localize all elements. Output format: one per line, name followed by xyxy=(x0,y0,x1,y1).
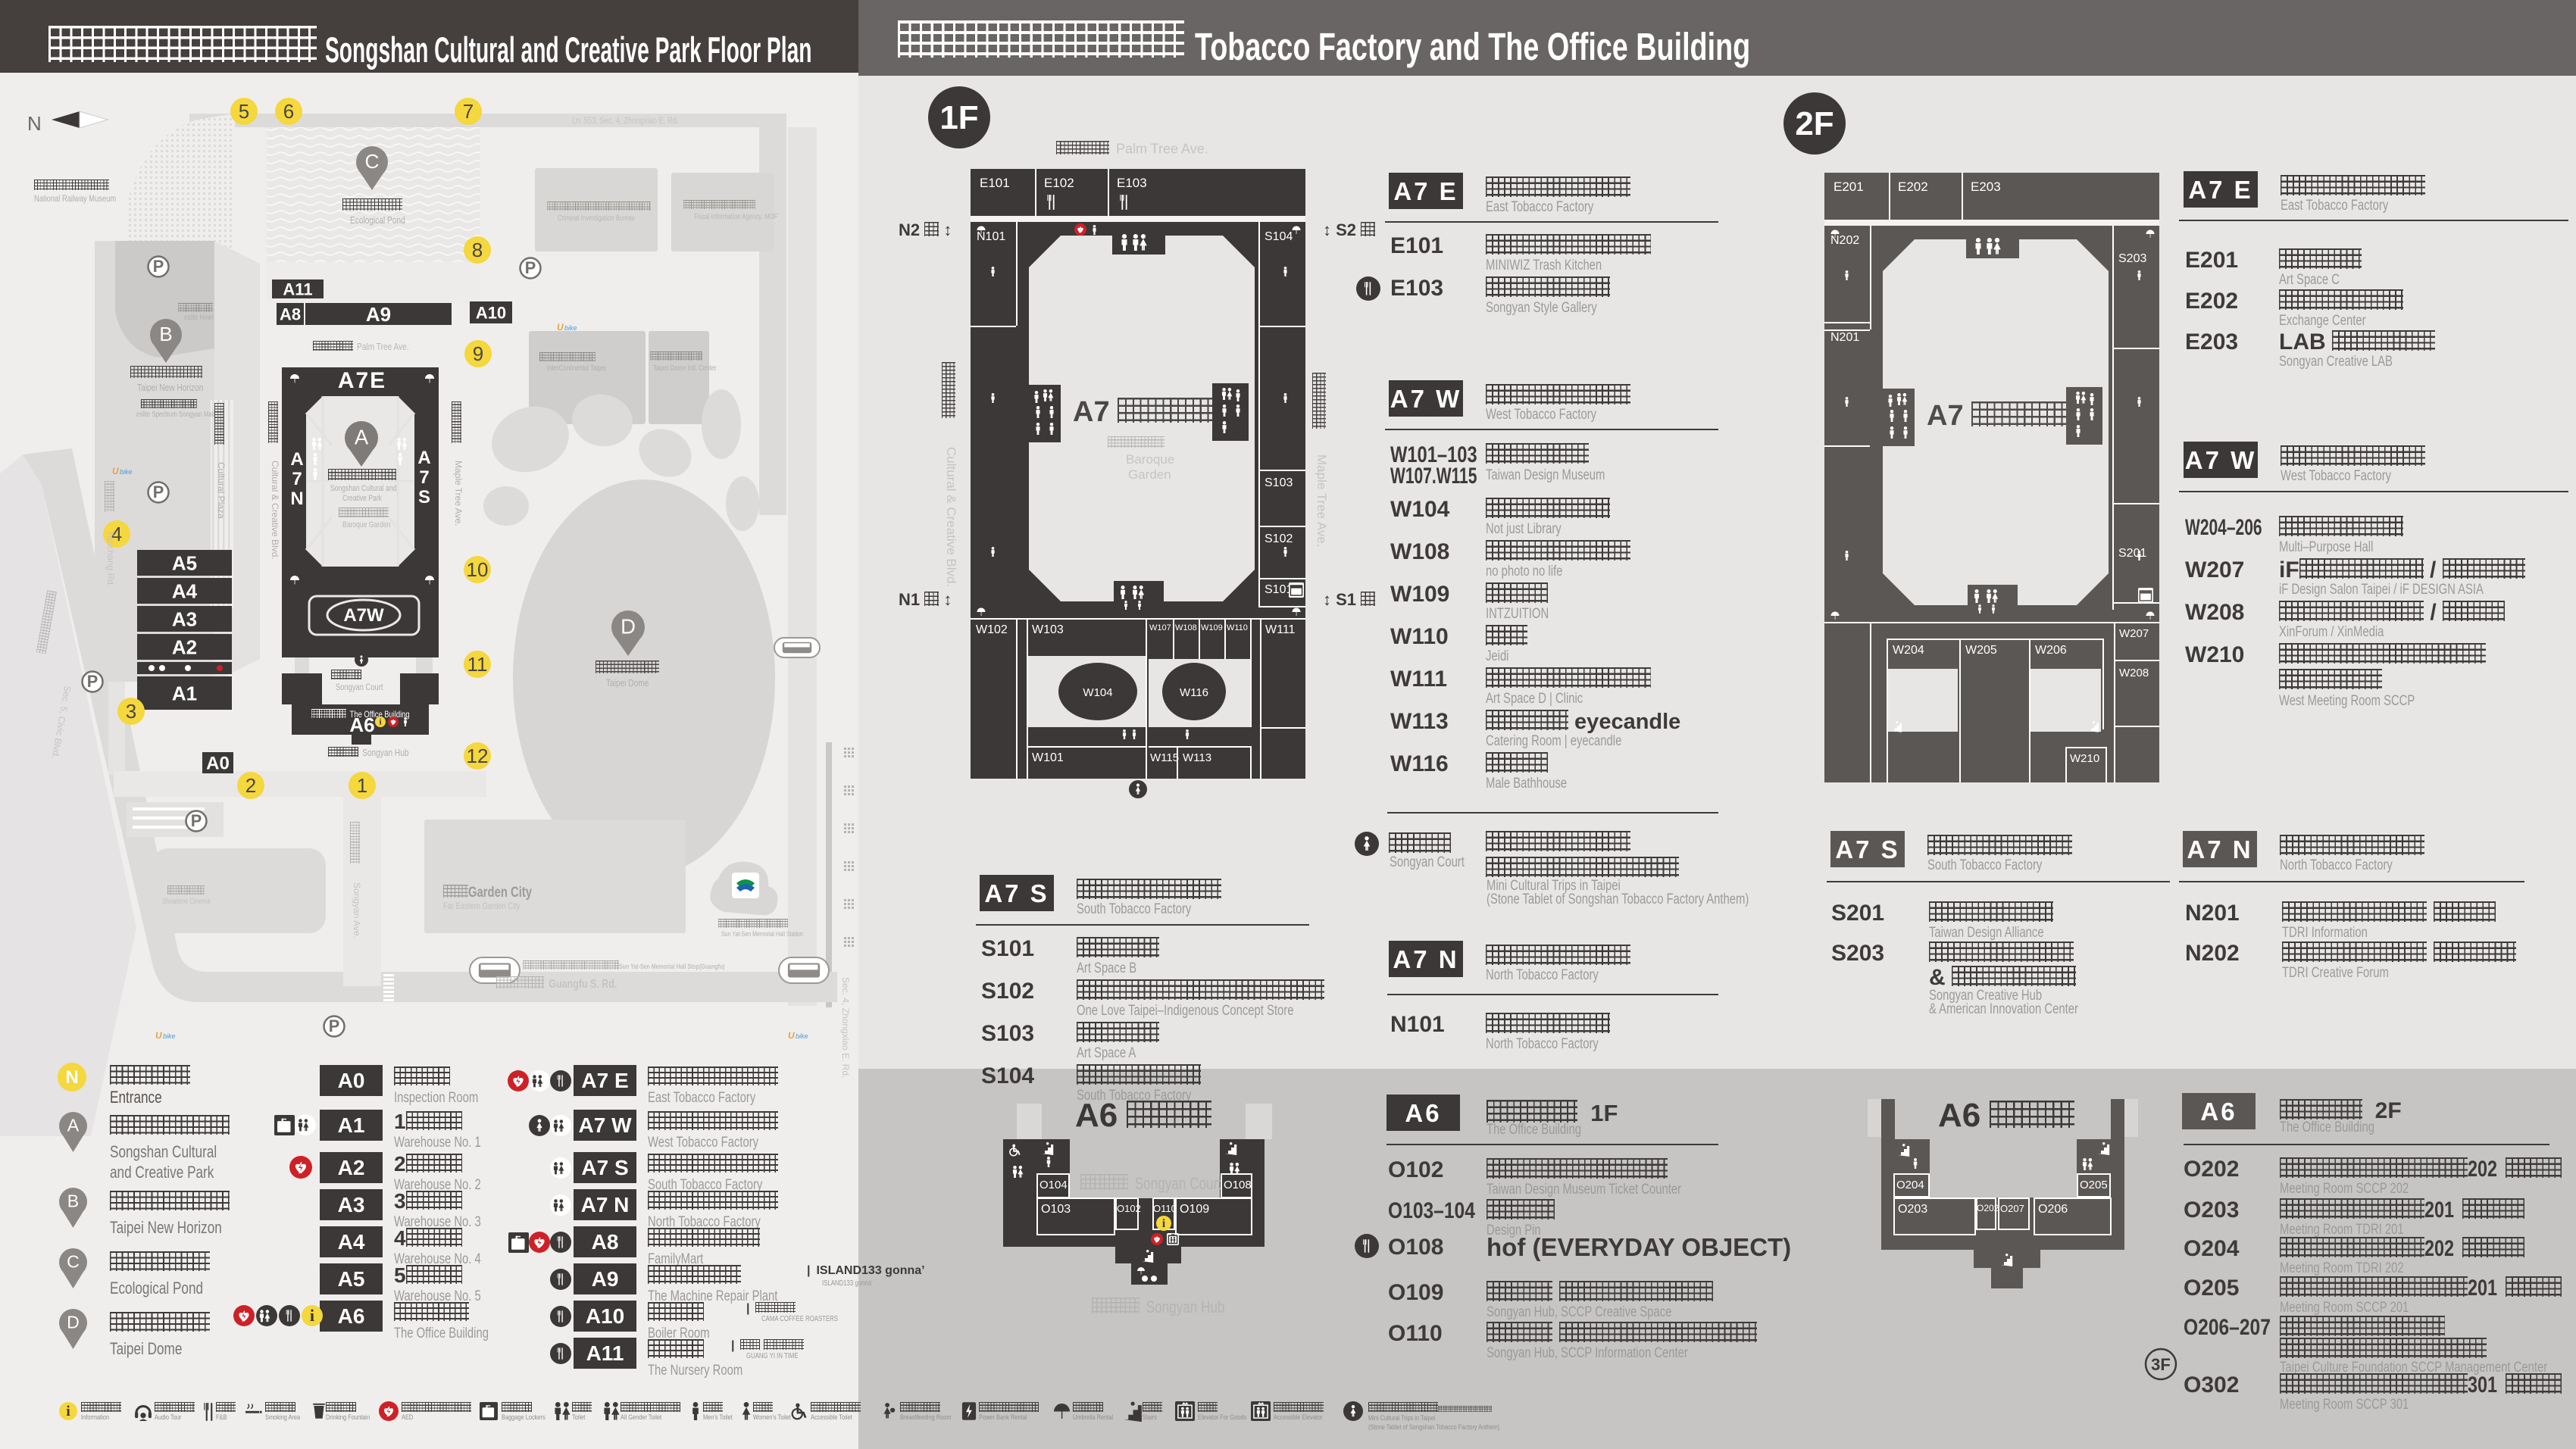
svg-text:i: i xyxy=(66,1404,70,1419)
svg-text:3F: 3F xyxy=(2151,1355,2171,1374)
svg-text:12: 12 xyxy=(467,745,489,767)
svg-text:i: i xyxy=(310,1306,314,1325)
svg-text:bike: bike xyxy=(564,324,577,332)
svg-text:A: A xyxy=(67,1116,80,1135)
svg-text:P: P xyxy=(87,672,98,691)
svg-text:A8: A8 xyxy=(280,304,301,323)
svg-text:P: P xyxy=(153,257,164,276)
svg-text:3: 3 xyxy=(126,700,136,723)
svg-text:A: A xyxy=(417,448,430,468)
svg-text:U: U xyxy=(788,1030,795,1041)
svg-text:2: 2 xyxy=(245,774,256,797)
svg-text:N: N xyxy=(27,112,42,135)
svg-text:A11: A11 xyxy=(283,279,312,298)
svg-text:W116: W116 xyxy=(1180,686,1208,699)
svg-text:bike: bike xyxy=(163,1032,176,1040)
svg-text:N: N xyxy=(290,489,303,509)
svg-text:8: 8 xyxy=(472,239,483,261)
svg-text:9: 9 xyxy=(473,342,483,365)
svg-text:U: U xyxy=(557,322,564,333)
svg-text:bike: bike xyxy=(120,468,133,476)
svg-text:A3: A3 xyxy=(172,607,197,630)
svg-text:A: A xyxy=(355,425,369,448)
svg-text:B: B xyxy=(159,323,173,345)
svg-text:P: P xyxy=(191,811,202,830)
svg-text:P: P xyxy=(153,482,164,501)
svg-text:P: P xyxy=(525,258,536,277)
svg-text:A0: A0 xyxy=(206,754,230,774)
svg-text:B: B xyxy=(67,1191,79,1211)
svg-text:10: 10 xyxy=(467,558,489,581)
svg-text:A9: A9 xyxy=(366,303,391,326)
svg-text:U: U xyxy=(155,1030,162,1041)
svg-text:U: U xyxy=(112,466,119,476)
svg-text:A5: A5 xyxy=(172,551,197,574)
svg-text:7: 7 xyxy=(292,469,302,489)
svg-text:A4: A4 xyxy=(172,579,198,602)
svg-text:A6: A6 xyxy=(349,714,374,736)
svg-text:N: N xyxy=(65,1067,78,1088)
svg-text:11: 11 xyxy=(467,653,488,676)
svg-text:A2: A2 xyxy=(172,635,197,658)
svg-text:i: i xyxy=(1162,1217,1166,1230)
svg-text:7: 7 xyxy=(463,100,474,123)
svg-text:6: 6 xyxy=(283,100,294,123)
svg-text:1: 1 xyxy=(357,774,367,797)
svg-text:5: 5 xyxy=(239,100,249,123)
svg-text:C: C xyxy=(67,1252,80,1272)
svg-text:S: S xyxy=(418,487,430,507)
svg-text:W104: W104 xyxy=(1083,686,1112,699)
svg-text:D: D xyxy=(67,1313,80,1332)
svg-text:i: i xyxy=(379,718,381,727)
svg-text:A: A xyxy=(290,449,303,470)
svg-text:1F: 1F xyxy=(939,99,978,136)
svg-text:A7E: A7E xyxy=(338,368,386,393)
svg-text:P: P xyxy=(329,1016,340,1035)
svg-text:A7W: A7W xyxy=(343,605,384,626)
svg-text:7: 7 xyxy=(419,467,429,488)
svg-text:C: C xyxy=(365,150,380,173)
svg-text:bike: bike xyxy=(796,1032,808,1040)
svg-text:2F: 2F xyxy=(1795,105,1834,142)
svg-text:D: D xyxy=(621,614,636,638)
svg-text:4: 4 xyxy=(111,523,122,545)
svg-text:A1: A1 xyxy=(172,682,197,704)
svg-text:A10: A10 xyxy=(476,303,506,322)
